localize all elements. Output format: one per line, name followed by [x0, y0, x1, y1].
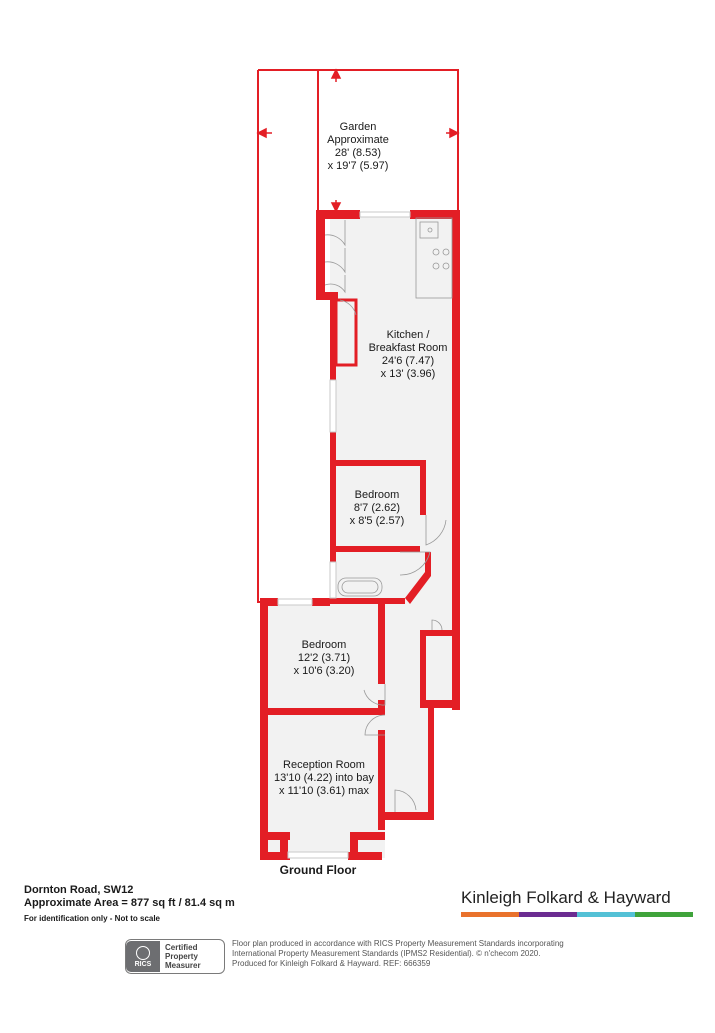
kitchen-units: [415, 217, 453, 299]
arrow-icon: [256, 68, 460, 213]
reception-name: Reception Room: [283, 759, 365, 771]
bedroom1-label: Bedroom 8'7 (2.62) x 8'5 (2.57): [350, 489, 405, 527]
address: Dornton Road, SW12: [24, 884, 134, 896]
reception-dim2: x 11'10 (3.61) max: [279, 785, 369, 797]
rics-cert-text: Certified Property Measurer: [160, 943, 201, 970]
reception-dim1: 13'10 (4.22) into bay: [274, 772, 374, 784]
brand-color-bars: [461, 912, 693, 917]
disclaimer-line3: Produced for Kinleigh Folkard & Hayward.…: [232, 959, 431, 968]
agent-name: Kinleigh Folkard & Hayward: [461, 888, 671, 907]
flat-floor: [265, 212, 458, 858]
rics-abbr: RICS: [134, 960, 152, 968]
floor-plan: Garden Approximate 28' (8.53) x 19'7 (5.…: [256, 68, 460, 877]
bedroom2-name: Bedroom: [302, 639, 347, 651]
brand-bar: [635, 912, 693, 917]
rics-line3: Measurer: [165, 961, 201, 970]
kitchen-line2: Breakfast Room: [369, 342, 448, 354]
garden-dim2: x 19'7 (5.97): [328, 160, 389, 172]
floor-label: Ground Floor: [280, 863, 357, 877]
property-info: Dornton Road, SW12 Approximate Area = 87…: [24, 884, 324, 923]
cupboard-doors: [324, 220, 358, 367]
kitchen-label: Kitchen / Breakfast Room 24'6 (7.47) x 1…: [369, 329, 448, 380]
brand-bar: [519, 912, 577, 917]
bedroom2-dim1: 12'2 (3.71): [298, 652, 350, 664]
rics-line1: Certified: [165, 943, 198, 952]
doors: [363, 515, 447, 812]
agent-brand: Kinleigh Folkard & Hayward: [461, 888, 693, 917]
bath-icon: [337, 577, 383, 597]
sink-icon: [419, 221, 439, 239]
disclaimer-line1: Floor plan produced in accordance with R…: [232, 939, 564, 948]
bedroom1-dim2: x 8'5 (2.57): [350, 515, 405, 527]
rics-emblem: RICS: [126, 941, 160, 972]
bedroom1-dim1: 8'7 (2.62): [354, 502, 400, 514]
bedroom2-dim2: x 10'6 (3.20): [294, 665, 355, 677]
hob-icon: [432, 248, 450, 270]
disclaimer: Floor plan produced in accordance with R…: [232, 939, 632, 969]
rics-badge: RICS Certified Property Measurer: [125, 939, 225, 974]
disclaimer-line2: International Property Measurement Stand…: [232, 949, 541, 958]
approx-area: Approximate Area = 877 sq ft / 81.4 sq m: [24, 897, 235, 909]
garden-line2: Approximate: [327, 134, 389, 146]
brand-bar: [461, 912, 519, 917]
reception-label: Reception Room 13'10 (4.22) into bay x 1…: [274, 759, 374, 797]
walls: [260, 210, 460, 860]
kitchen-name: Kitchen /: [387, 329, 431, 341]
bedroom2-label: Bedroom 12'2 (3.71) x 10'6 (3.20): [294, 639, 355, 677]
brand-bar: [577, 912, 635, 917]
garden-dim1: 28' (8.53): [335, 147, 381, 159]
kitchen-dim2: x 13' (3.96): [381, 368, 436, 380]
kitchen-dim1: 24'6 (7.47): [382, 355, 434, 367]
windows: [277, 211, 411, 859]
garden-label: Garden Approximate 28' (8.53) x 19'7 (5.…: [327, 121, 389, 172]
rics-line2: Property: [165, 952, 198, 961]
rics-seal-icon: [136, 945, 150, 960]
scale-note: For identification only - Not to scale: [24, 914, 161, 923]
garden-name: Garden: [340, 121, 377, 133]
bedroom1-name: Bedroom: [355, 489, 400, 501]
